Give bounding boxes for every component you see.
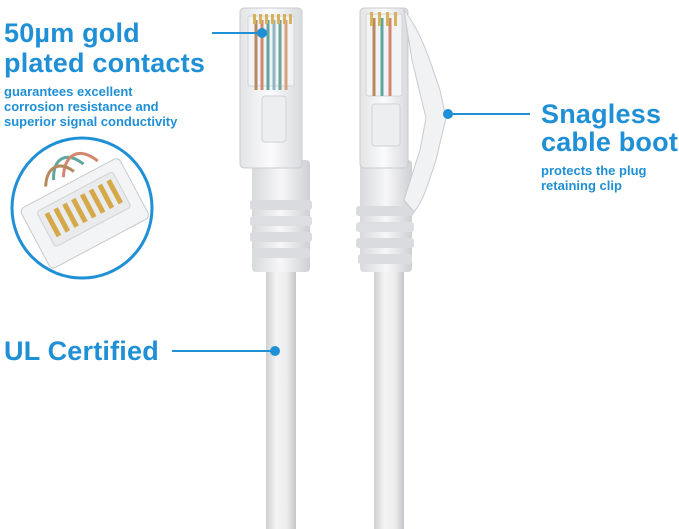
boot-desc-line2: retaining clip xyxy=(541,178,622,193)
gold-contacts-closeup-icon xyxy=(10,136,154,280)
snagless-latch xyxy=(403,8,447,213)
right-boot xyxy=(356,160,414,272)
boot-leader-dot xyxy=(443,109,453,119)
contacts-title-line1: 50µm gold xyxy=(4,18,140,48)
right-cable xyxy=(374,268,404,529)
certified-title: UL Certified xyxy=(4,336,159,366)
left-cable xyxy=(266,268,296,529)
boot-title-line1: Snagless xyxy=(541,99,662,129)
left-cable-assembly xyxy=(239,7,312,529)
contacts-desc-line1: guarantees excellent xyxy=(4,84,133,99)
right-plug xyxy=(359,7,409,169)
contacts-leader-dot xyxy=(257,28,267,38)
left-boot xyxy=(250,160,312,272)
boot-desc-line1: protects the plug xyxy=(541,163,647,178)
contacts-desc-line2: corrosion resistance and xyxy=(4,99,159,114)
contacts-desc-line3: superior signal conductivity xyxy=(4,114,178,129)
callout-lines xyxy=(172,28,530,356)
contacts-title-line2: plated contacts xyxy=(4,48,206,78)
right-cable-assembly xyxy=(356,7,447,529)
boot-title-line2: cable boot xyxy=(541,127,679,157)
certified-leader-dot xyxy=(270,346,280,356)
